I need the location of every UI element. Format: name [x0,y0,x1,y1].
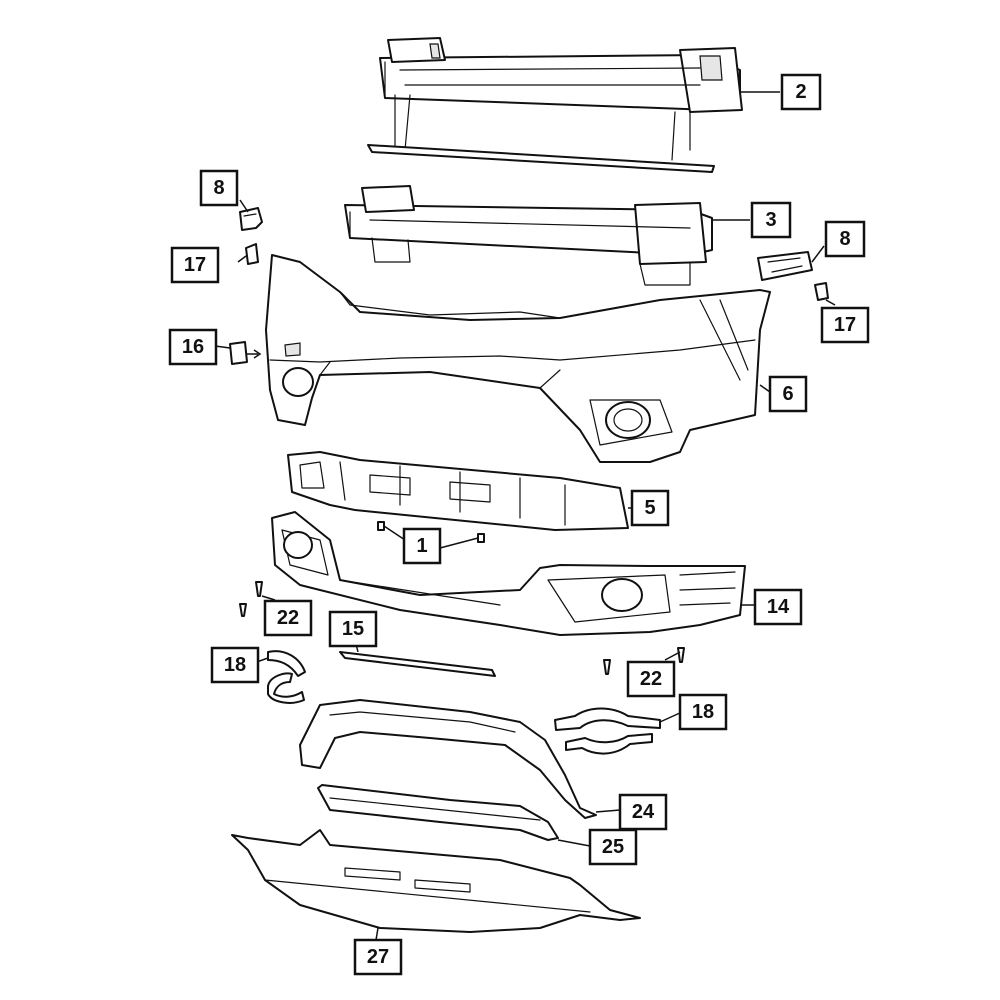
callout-15: 15 [328,610,378,648]
part-5-energy-absorber [287,451,629,531]
svg-text:14: 14 [767,596,790,618]
part-8-left-bracket [239,207,263,231]
part-18-left-brackets [267,650,306,704]
part-27-splash-shield [231,829,641,933]
svg-text:17: 17 [834,314,856,336]
callout-1: 1 [402,527,442,565]
svg-text:2: 2 [795,81,806,103]
svg-text:18: 18 [224,654,246,676]
svg-text:3: 3 [765,209,776,231]
part-2-upper-reinforcement-beam [367,37,743,173]
callout-17-right: 17 [820,306,870,344]
part-1-fasteners [377,521,485,543]
callout-24: 24 [618,793,668,831]
callout-22-right: 22 [626,660,676,698]
svg-text:22: 22 [640,668,662,690]
part-22-right-pins [603,647,685,675]
part-3-lower-reinforcement-beam [344,185,713,286]
svg-text:27: 27 [367,946,389,968]
callout-16: 16 [168,328,218,366]
part-8-right-bracket [757,251,813,281]
callout-2: 2 [780,73,822,111]
part-6-bumper-fascia [265,254,771,463]
part-17-right-clip [814,282,829,301]
part-17-left-clip [245,243,259,265]
callout-25: 25 [588,828,638,866]
part-18-right-bracket [554,707,661,755]
svg-text:22: 22 [277,607,299,629]
leader-lines [214,91,836,941]
svg-text:24: 24 [632,801,655,823]
callout-6: 6 [768,375,808,413]
svg-text:8: 8 [839,228,850,250]
callout-3: 3 [750,201,792,239]
svg-text:16: 16 [182,336,204,358]
part-24-skid-plate-arch [299,699,597,819]
svg-text:8: 8 [213,177,224,199]
svg-text:17: 17 [184,254,206,276]
svg-text:15: 15 [342,618,364,640]
callout-18-left: 18 [210,646,260,684]
callout-22-left: 22 [263,599,313,637]
callout-8-right: 8 [824,220,866,258]
callout-14: 14 [753,588,803,626]
svg-text:25: 25 [602,836,624,858]
callout-17-left: 17 [170,246,220,284]
svg-text:18: 18 [692,701,714,723]
part-25-lower-trim [317,784,559,841]
svg-text:1: 1 [416,535,427,557]
part-15-trim-strip [339,651,496,677]
callout-8-left: 8 [199,169,239,207]
svg-text:6: 6 [782,383,793,405]
part-22-left-pins [239,581,263,617]
callout-27: 27 [353,938,403,976]
part-16-sensor [229,341,262,365]
callout-18-right: 18 [678,693,728,731]
callout-5: 5 [630,489,670,527]
svg-text:5: 5 [644,497,655,519]
part-14-lower-fascia [271,511,746,636]
